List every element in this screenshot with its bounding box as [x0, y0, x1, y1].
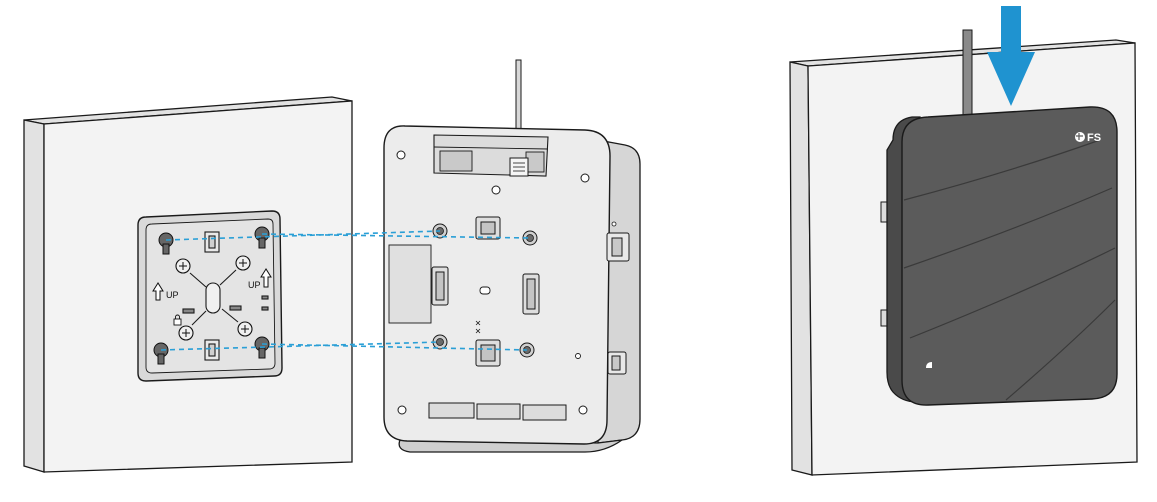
led-indicator — [611, 221, 617, 227]
bottom-vents — [428, 402, 567, 421]
access-point-back-face — [383, 125, 611, 445]
reset-button-icon — [479, 286, 491, 295]
led-indicator — [575, 353, 581, 359]
screw-hole-icon — [178, 325, 194, 341]
screw-hole-icon — [175, 258, 191, 274]
guide-line — [261, 343, 528, 351]
clip-slot — [431, 216, 540, 367]
screw-icon — [397, 405, 407, 415]
brand-logo-text: FS — [1087, 132, 1101, 144]
screw-hole-icon — [237, 321, 253, 337]
access-point-front: FS — [880, 29, 1118, 406]
keyhole-slot-icon — [153, 342, 169, 365]
status-indicator-icon — [926, 362, 932, 368]
vent-marks — [475, 320, 481, 334]
arrow-down-icon — [987, 6, 1035, 106]
screw-icon — [491, 185, 501, 195]
rj45-connector-icon — [509, 157, 529, 177]
lock-icon — [173, 314, 182, 326]
plate-up-label-left: UP — [166, 290, 179, 300]
screw-icon — [578, 405, 588, 415]
mounting-stud-icon — [522, 230, 538, 246]
surface-contours — [903, 139, 1116, 401]
ethernet-cable — [962, 29, 973, 123]
plate-ribs — [182, 231, 269, 361]
fs-logo-icon — [1075, 132, 1085, 142]
up-arrow-icon — [152, 282, 164, 301]
up-arrow-icon — [260, 268, 272, 288]
access-point-front-face — [901, 106, 1118, 406]
mounting-plate: UP UP — [137, 210, 283, 382]
screw-icon — [396, 150, 406, 160]
access-point-back — [383, 59, 641, 453]
screw-hole-icon — [235, 255, 251, 271]
side-latch — [606, 232, 630, 375]
left-wall-side — [23, 119, 45, 473]
guide-line — [160, 341, 441, 351]
guide-line — [165, 230, 441, 241]
cable-recess — [433, 134, 549, 177]
alignment-guides — [160, 230, 531, 351]
plate-up-label-right: UP — [248, 280, 261, 290]
device-label-sticker — [388, 244, 432, 324]
screw-icon — [580, 173, 590, 183]
